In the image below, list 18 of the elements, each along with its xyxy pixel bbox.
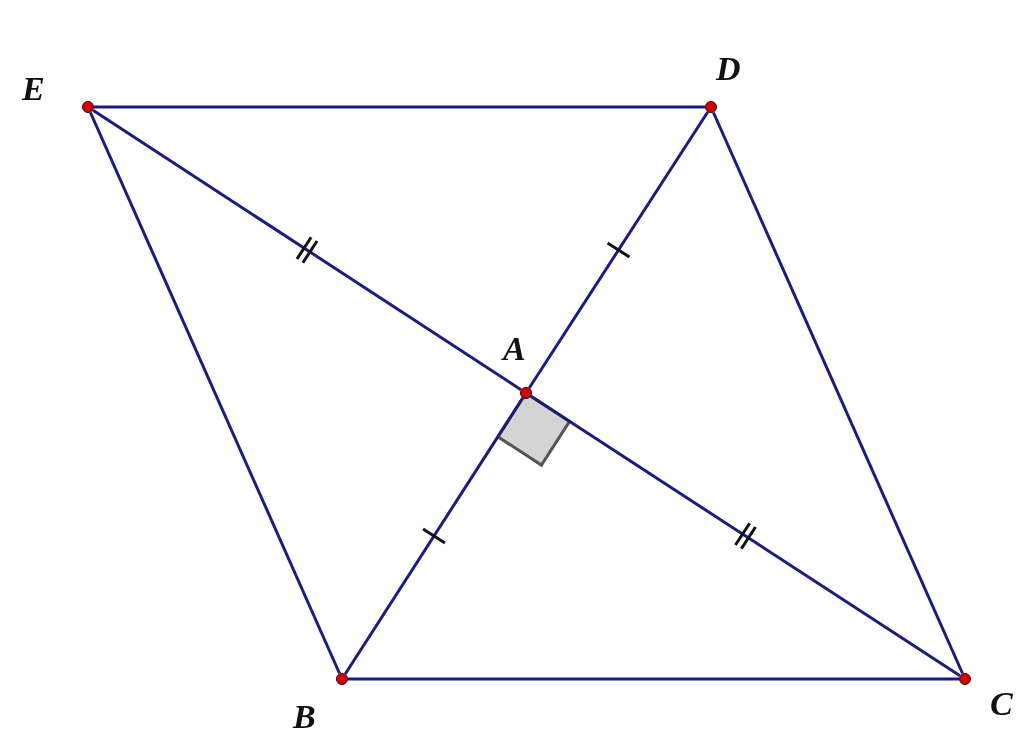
point-label: A <box>503 332 526 366</box>
line-segment <box>89 111 341 675</box>
point-label: C <box>990 687 1013 721</box>
line-segment <box>530 395 961 677</box>
point-dot <box>336 673 348 685</box>
point-label: E <box>22 72 45 106</box>
line-segment <box>348 677 959 681</box>
line-segment <box>94 105 705 109</box>
point-label: B <box>293 700 316 734</box>
point-dot <box>520 387 532 399</box>
line-segment <box>528 111 709 389</box>
point-dot <box>705 101 717 113</box>
point-dot <box>959 673 971 685</box>
point-dot <box>82 101 94 113</box>
line-segment <box>92 109 522 391</box>
point-label: D <box>716 52 741 86</box>
line-segment <box>712 111 964 675</box>
line-segment <box>344 397 524 675</box>
